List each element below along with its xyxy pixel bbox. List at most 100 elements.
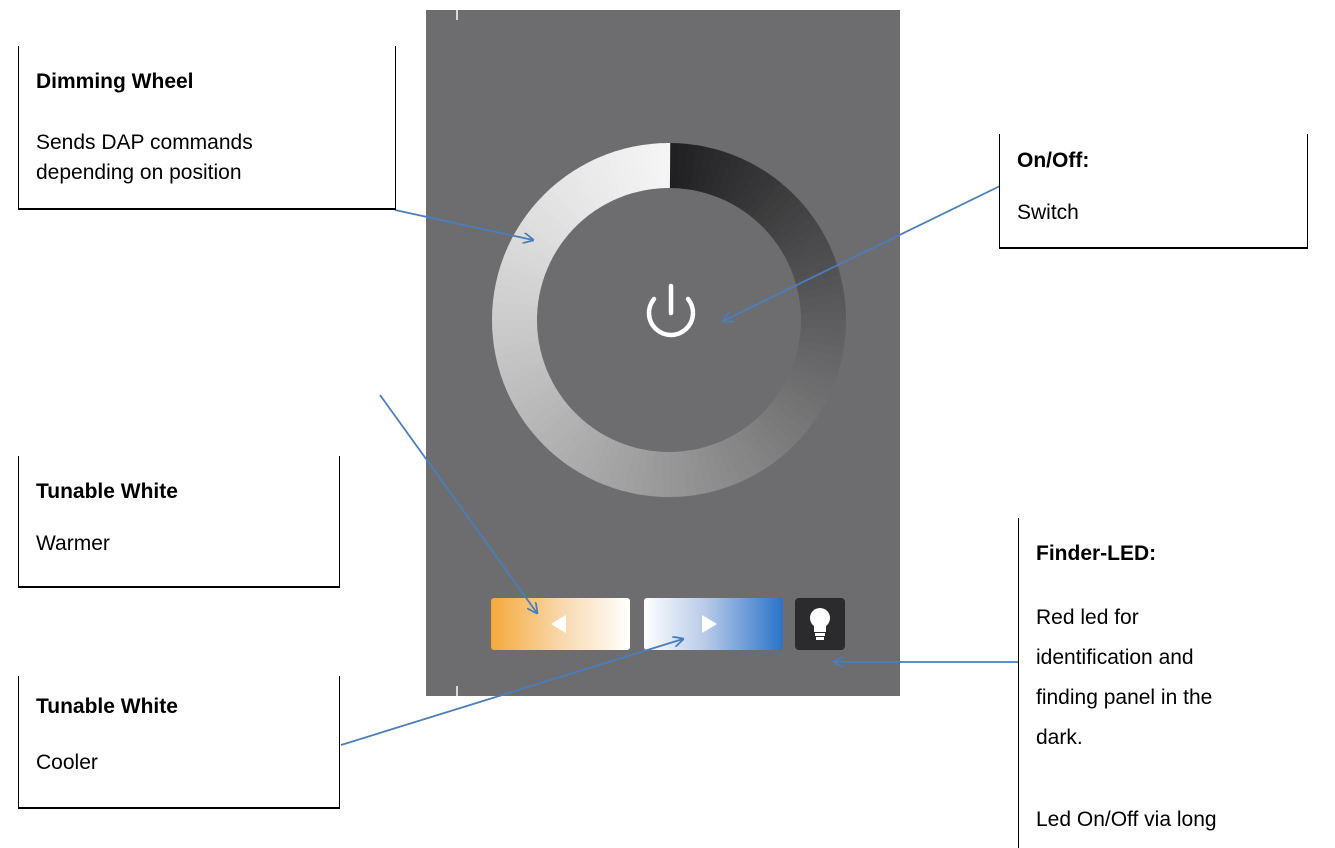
power-button[interactable]	[646, 283, 696, 338]
callout-finder-led: Finder-LED: Red led for identification a…	[1018, 518, 1331, 848]
wheel-segment	[709, 151, 734, 198]
wheel-segment	[542, 412, 581, 452]
dimming-wheel-arrow	[394, 209, 533, 240]
wheel-segment	[649, 451, 663, 497]
wheel-segment	[786, 373, 831, 402]
wheel-segment	[789, 248, 835, 274]
callout-text: depending on position	[36, 161, 242, 184]
wheel-segment	[623, 146, 643, 193]
callout-dimming-wheel: Dimming Wheel Sends DAP commands dependi…	[18, 46, 396, 208]
wheel-segment	[762, 194, 802, 233]
wheel-segment	[786, 239, 832, 268]
callout-title: Dimming Wheel	[36, 70, 194, 93]
callout-text: finding panel in the	[1036, 686, 1213, 709]
wheel-segment	[549, 417, 586, 458]
callout-rule	[18, 807, 340, 809]
on-off-arrow	[723, 185, 1001, 321]
wheel-segment	[703, 149, 725, 195]
callout-text: Warmer	[36, 532, 110, 555]
wheel-segment	[495, 272, 542, 293]
wheel-segment	[745, 422, 781, 464]
finder-led-button[interactable]	[795, 598, 845, 650]
wheel-segment	[708, 443, 733, 489]
wheel-segment	[497, 353, 544, 375]
wheel-segment	[675, 143, 689, 189]
wheel-segment	[674, 451, 688, 497]
wheel-segment	[779, 223, 823, 255]
wheel-segment	[722, 158, 751, 203]
wheel-segment	[682, 143, 698, 190]
cooler-button[interactable]	[644, 598, 783, 650]
wheel-segment	[495, 346, 542, 366]
wheel-segment	[783, 231, 828, 261]
cooler-arrow	[340, 639, 683, 746]
callout-text: Switch	[1017, 201, 1079, 224]
wheel-segment	[771, 208, 813, 244]
wheel-segment	[800, 326, 846, 340]
callout-text: Led On/Off via long	[1036, 808, 1217, 831]
wheel-segment	[791, 360, 838, 385]
power-icon	[646, 283, 696, 338]
wheel-segment	[507, 238, 552, 267]
wheel-segment	[799, 333, 846, 349]
wheel-segment	[588, 157, 617, 203]
wheel-segment	[756, 413, 795, 453]
wheel-segment	[605, 151, 630, 197]
wheel-segment	[800, 310, 846, 322]
callout-title: Tunable White	[36, 480, 178, 503]
wheel-segment	[613, 445, 635, 491]
wheel-segment	[503, 246, 549, 273]
wheel-segment	[614, 148, 636, 195]
wheel-segment	[520, 214, 563, 249]
wheel-segment	[782, 379, 827, 410]
callout-rule	[999, 247, 1308, 249]
wheel-segment	[498, 264, 544, 286]
wheel-segment	[746, 176, 782, 218]
wheel-segment	[537, 193, 577, 232]
triangle-right-icon	[702, 615, 717, 633]
callout-title: Finder-LED:	[1036, 542, 1157, 565]
wheel-segment	[771, 397, 813, 433]
wheel-segment	[721, 437, 750, 483]
wheel-segment	[796, 347, 843, 368]
wheel-segment	[800, 301, 846, 315]
wheel-segment	[510, 379, 555, 409]
wheel-segment	[734, 430, 766, 474]
wheel-segment	[688, 449, 706, 496]
wheel-segment	[597, 154, 623, 200]
wheel-segment	[728, 434, 758, 479]
wheel-segment	[796, 274, 843, 294]
wheel-segment	[493, 339, 540, 357]
callout-text: dark.	[1036, 726, 1083, 749]
panel-bottom-mark	[456, 686, 458, 696]
wheel-segment	[766, 403, 807, 440]
callout-rule	[18, 208, 396, 210]
warmer-button[interactable]	[491, 598, 630, 650]
wheel-segment	[752, 182, 789, 223]
wheel-segment	[797, 340, 844, 359]
wheel-segment	[500, 255, 547, 280]
wheel-segment	[595, 440, 622, 486]
wheel-segment	[695, 447, 715, 494]
callout-title: On/Off:	[1017, 149, 1090, 172]
callout-on-off: On/Off: Switch	[999, 134, 1308, 247]
wheel-segment	[563, 426, 598, 469]
dimming-wheel[interactable]	[491, 143, 846, 498]
wheel-segment	[515, 222, 559, 254]
wheel-segment	[564, 170, 598, 214]
wheel-segment	[500, 359, 546, 384]
wheel-segment	[506, 372, 552, 401]
wheel-segment	[728, 162, 759, 207]
wheel-segment	[794, 354, 840, 376]
wheel-segment	[587, 437, 616, 482]
wheel-segment	[556, 422, 592, 464]
wheel-segment	[779, 386, 823, 418]
wheel-segment	[536, 407, 576, 446]
wheel-segment	[740, 171, 775, 214]
wheel-segment	[702, 445, 724, 492]
wheel-segment	[503, 366, 549, 392]
lightbulb-icon	[810, 608, 830, 640]
wheel-segment	[696, 146, 717, 193]
wheel-segment	[715, 440, 741, 486]
wheel-segment	[621, 447, 642, 494]
